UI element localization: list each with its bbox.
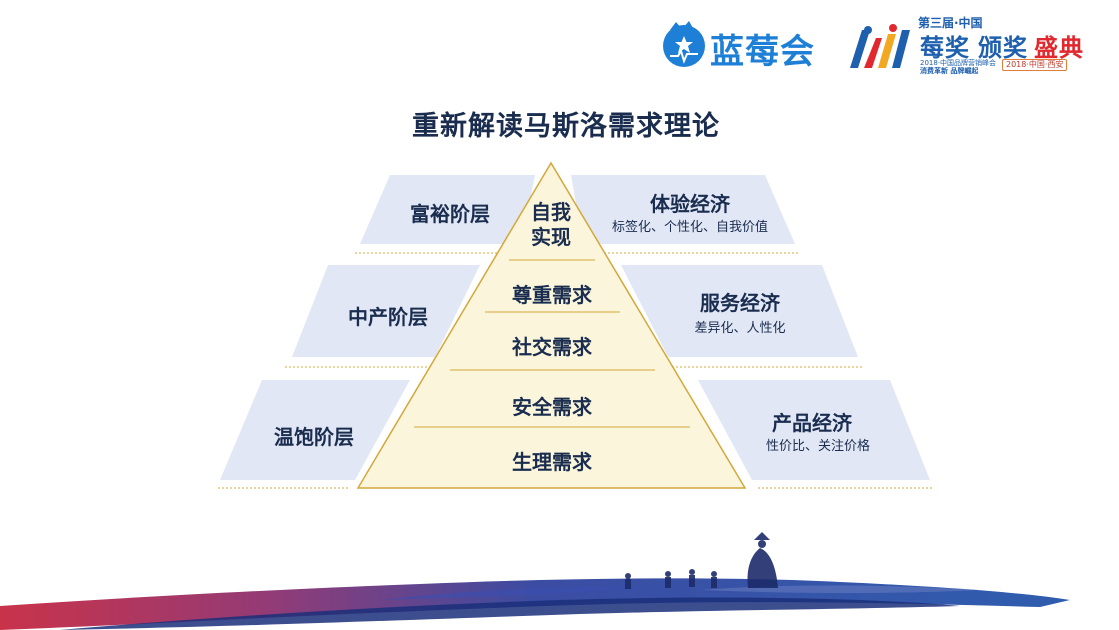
left-panel-1-shape xyxy=(360,175,535,244)
page-title: 重新解读马斯洛需求理论 xyxy=(412,111,720,142)
brand-name: 蓝莓会 xyxy=(710,32,815,72)
level-safety: 安全需求 xyxy=(512,395,592,419)
award-slogan: 消费革新 品牌崛起 xyxy=(920,67,979,75)
left-panel-2-shape xyxy=(292,265,480,357)
pyramid-shape xyxy=(356,161,747,489)
right-panel-experience-title: 体验经济 xyxy=(650,192,730,216)
award-title-c: 盛典 xyxy=(1034,34,1084,62)
level-esteem: 尊重需求 xyxy=(512,283,592,307)
level-physiological: 生理需求 xyxy=(512,450,592,474)
award-title-a: 莓奖 xyxy=(920,34,970,62)
right-panel-product-sub: 性价比、关注价格 xyxy=(765,439,870,454)
blueberry-logo-icon xyxy=(663,21,705,67)
right-panel-1-shape xyxy=(571,175,795,244)
left-panel-3-shape xyxy=(220,380,410,480)
right-panel-2-shape xyxy=(621,265,858,357)
award-title-b: 颁奖 xyxy=(978,34,1028,62)
brand-logo: 蓝莓会 xyxy=(656,14,822,74)
level-social: 社交需求 xyxy=(512,335,592,359)
award-edition: 第三届·中国 xyxy=(918,16,983,30)
right-panel-product-title: 产品经济 xyxy=(772,411,852,435)
level-self-actualization: 自我 实现 xyxy=(531,200,571,249)
right-panel-experience-sub: 标签化、个性化、自我价值 xyxy=(611,220,768,235)
left-panel-middle-class: 中产阶层 xyxy=(348,305,428,329)
award-emblem-icon xyxy=(850,24,910,68)
award-logo: 第三届·中国 莓奖 颁奖 盛典 2018·中国品牌营销峰会 消费革新 品牌崛起 … xyxy=(848,14,1088,75)
award-place-tag: 2018·中国·西安 xyxy=(1002,59,1068,71)
right-panel-service-title: 服务经济 xyxy=(700,291,780,315)
left-panel-wealthy: 富裕阶层 xyxy=(410,202,490,226)
award-summit: 2018·中国品牌营销峰会 xyxy=(920,59,997,67)
left-panel-subsistence: 温饱阶层 xyxy=(274,425,354,449)
dashed-separators xyxy=(218,252,932,489)
right-panel-3-shape xyxy=(698,380,930,480)
pyramid-dividers xyxy=(414,259,690,428)
right-panel-service-sub: 差异化、人性化 xyxy=(694,321,786,336)
